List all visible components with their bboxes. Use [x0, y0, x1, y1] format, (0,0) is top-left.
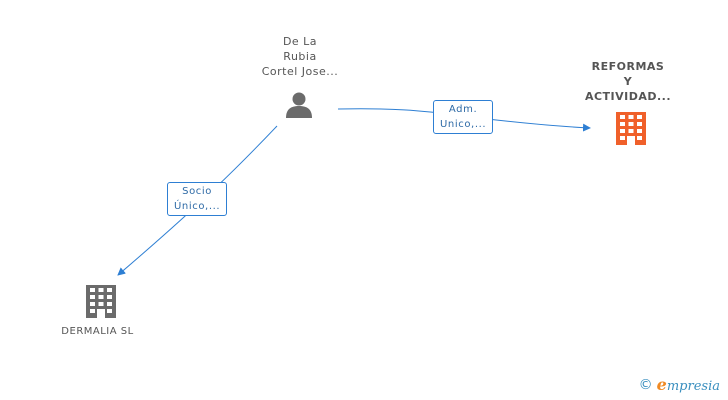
label-line: De La — [282, 35, 318, 48]
label-line: ACTIVIDAD... — [584, 90, 672, 103]
building-icon[interactable] — [86, 285, 116, 318]
node-label-reformas[interactable]: REFORMAS Y ACTIVIDAD... — [568, 59, 688, 104]
label-line: Unico,... — [440, 119, 487, 130]
edge-label-adm[interactable]: Adm. Unico,... — [433, 100, 494, 134]
brand-logo: © empresia — [639, 375, 720, 394]
edge-label-socio[interactable]: Socio Único,... — [167, 182, 228, 216]
person-icon[interactable] — [286, 92, 312, 119]
node-label-person[interactable]: De La Rubia Cortel Jose... — [240, 34, 360, 79]
label-line: Socio — [182, 186, 213, 197]
copyright-icon: © — [638, 376, 653, 393]
label-line: REFORMAS — [591, 60, 665, 73]
label-line: DERMALIA SL — [61, 326, 134, 337]
node-label-dermalia[interactable]: DERMALIA SL — [40, 324, 155, 339]
label-line: Único,... — [174, 201, 221, 212]
label-line: Adm. — [448, 104, 478, 115]
label-line: Cortel Jose... — [261, 65, 339, 78]
building-icon[interactable] — [616, 112, 646, 145]
brand-name: mpresia — [666, 379, 720, 394]
label-line: Rubia — [283, 50, 317, 63]
label-line: Y — [623, 75, 633, 88]
brand-e-letter: e — [656, 375, 667, 394]
